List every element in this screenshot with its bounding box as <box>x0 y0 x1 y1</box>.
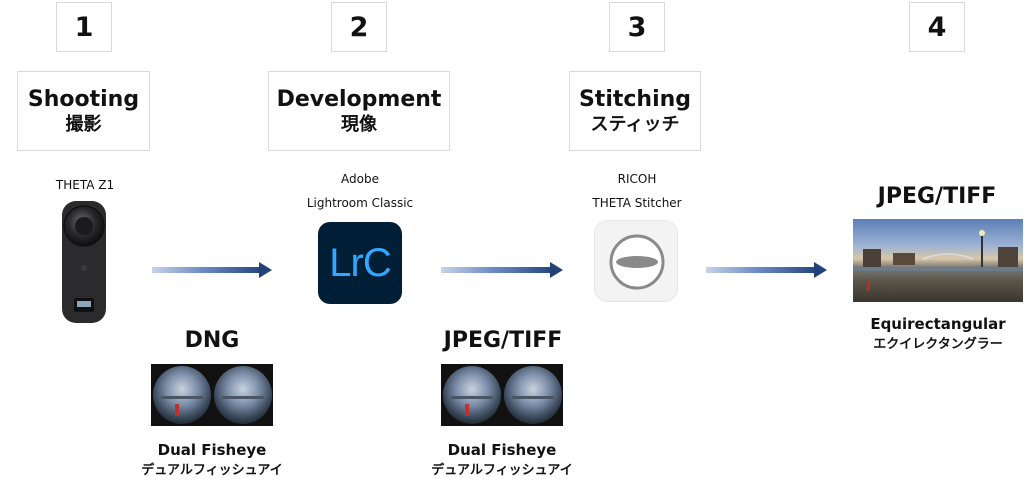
lightroom-logo-icon: LrC <box>318 222 402 304</box>
equirectangular-image <box>853 219 1023 302</box>
stitcher-caption-line1: RICOH <box>617 172 657 186</box>
output-3-label: Equirectangular エクイレクタングラー <box>870 315 1006 352</box>
camera-caption: THETA Z1 <box>55 178 115 192</box>
step-4-number: 4 <box>909 2 965 52</box>
stage-development-box: Development 現像 <box>268 71 450 151</box>
arrow-3-icon <box>706 262 827 278</box>
stage-title-en: Development <box>276 87 442 112</box>
output-1-format: DNG <box>184 328 240 353</box>
stage-title-jp: 現像 <box>341 113 377 135</box>
step-2-number: 2 <box>331 2 387 52</box>
dual-fisheye-image-1 <box>151 364 273 426</box>
camera-icon <box>61 200 107 324</box>
step-1-number: 1 <box>56 2 112 52</box>
stage-shooting-box: Shooting 撮影 <box>17 71 150 151</box>
stage-title-jp: 撮影 <box>65 113 102 135</box>
stitcher-caption-line2: THETA Stitcher <box>592 196 682 210</box>
arrow-1-icon <box>152 262 272 278</box>
step-3-number: 3 <box>609 2 665 52</box>
lightroom-caption-line2: Lightroom Classic <box>306 196 414 210</box>
stage-title-en: Stitching <box>578 87 692 112</box>
stage-title-jp: スティッチ <box>590 113 680 135</box>
output-2-label: Dual Fisheye デュアルフィッシュアイ <box>431 441 573 478</box>
output-3-format: JPEG/TIFF <box>877 184 997 209</box>
dual-fisheye-image-2 <box>441 364 563 426</box>
output-2-format: JPEG/TIFF <box>443 328 563 353</box>
stage-title-en: Shooting <box>27 87 140 112</box>
theta-stitcher-icon <box>594 220 678 302</box>
lightroom-logo-text: LrC <box>329 240 391 285</box>
lightroom-caption-line1: Adobe <box>341 172 379 186</box>
stage-stitching-box: Stitching スティッチ <box>569 71 701 151</box>
output-1-label: Dual Fisheye デュアルフィッシュアイ <box>141 441 283 478</box>
arrow-2-icon <box>441 262 563 278</box>
